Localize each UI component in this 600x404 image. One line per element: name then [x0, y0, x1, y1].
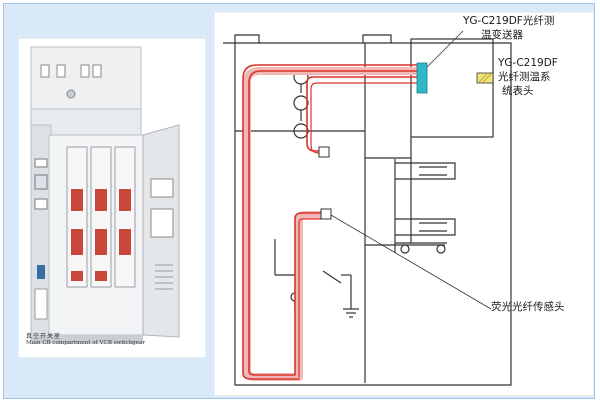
fiber-line-5: [298, 218, 322, 378]
breaker-lower-arm: [395, 218, 456, 236]
switchgear-schematic: [223, 30, 512, 386]
transmitter-box-outline: [410, 38, 494, 138]
sensor-head-upper: [318, 146, 330, 158]
switchgear-photo: [18, 38, 206, 358]
display-meter: [476, 72, 494, 84]
breaker-upper-arm: [395, 162, 456, 180]
transmitter-leader-line: [426, 30, 464, 68]
fiber-line-4: [310, 82, 420, 154]
transmitter-label-line1: YG-C219DF光纤测: [463, 15, 555, 27]
meter-label-line2: 光纤测温系: [498, 71, 551, 83]
meter-circle-2: [293, 95, 309, 111]
photo-caption-zh: 真空开关室: [26, 333, 62, 340]
fiber-line-2: [248, 70, 420, 376]
truck-wheel-right: [436, 244, 446, 254]
sensor-head-lower: [320, 208, 332, 220]
cabinet-outline: [223, 42, 512, 386]
earthing-switch-blade: [322, 270, 342, 284]
meter-label-line1: YG-C219DF: [498, 57, 558, 69]
sensor-label: 荧光光纤传感头: [491, 301, 565, 313]
fiber-line-3: [306, 76, 420, 152]
meter-circle-3: [293, 123, 309, 139]
photo-caption-en: Main CB compartment of VCB switchgear: [26, 340, 146, 346]
transmitter-module: [416, 62, 428, 94]
schematic-panel: YG-C219DF光纤测 温变送器 YG-C219DF 光纤测温系 统表头 荧光…: [214, 12, 594, 396]
transmitter-label-line2: 温变送器: [481, 29, 523, 41]
fiber-bundle-halo: [243, 67, 423, 381]
top-bracket-right: [362, 34, 392, 43]
sensor-leader-line: [330, 214, 492, 310]
top-bracket-left: [234, 34, 260, 43]
truck-wheel-left: [400, 244, 410, 254]
fiber-line-1: [242, 64, 420, 380]
switchgear-cabinet-illustration: [30, 46, 180, 344]
meter-label-line3: 统表头: [502, 85, 534, 97]
